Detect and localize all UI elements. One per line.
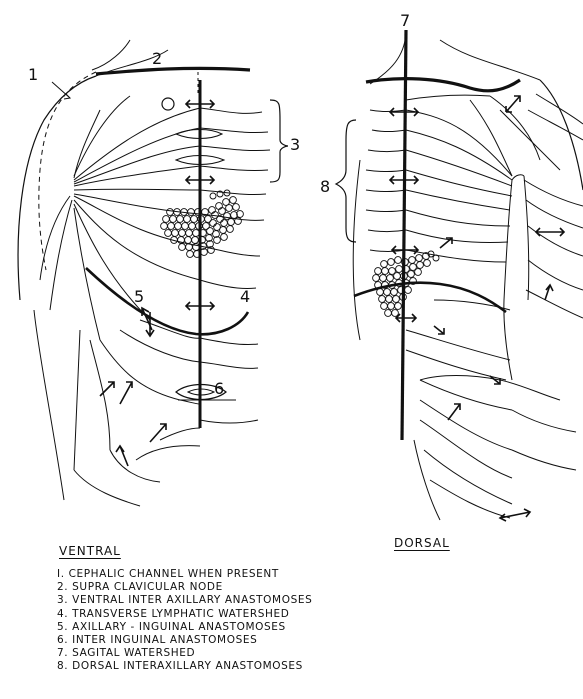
sagittal-watershed [402,30,406,440]
legend: I. CEPHALIC CHANNEL WHEN PRESENT 2. SUPR… [57,568,312,674]
lymphatic-drainage-diagram: 1 2 3 4 5 6 7 8 [0,0,583,540]
dorsal-lymphatic-vessels [366,94,583,518]
dorsal-neck-line [370,34,406,84]
dorsal-view [336,30,583,520]
legend-item: 7. SAGITAL WATERSHED [57,647,312,660]
callout-2: 2 [152,49,162,68]
callout-1: 1 [28,65,38,84]
callout-6: 6 [214,379,224,398]
ventral-view-label: VENTRAL [59,544,121,558]
legend-item: 2. SUPRA CLAVICULAR NODE [57,581,312,594]
callout-8: 8 [320,177,330,196]
legend-item: 3. VENTRAL INTER AXILLARY ANASTOMOSES [57,594,312,607]
ventral-view [18,40,288,506]
callout-7: 7 [400,11,410,30]
callout-4: 4 [240,287,250,306]
legend-item: 8. DORSAL INTERAXILLARY ANASTOMOSES [57,660,312,673]
dorsal-view-label: DORSAL [394,536,450,550]
ventral-axillary-node-cluster [161,190,244,257]
ventral-lymphatic-vessels [40,96,270,506]
bracket-8 [336,120,356,242]
cephalic-channel [39,72,96,270]
dorsal-arrows [390,96,564,521]
callout-3: 3 [290,135,300,154]
dorsal-body-outline [540,80,583,190]
supraclavicular-node [162,98,174,110]
callout-5: 5 [134,287,144,306]
legend-item: I. CEPHALIC CHANNEL WHEN PRESENT [57,568,312,581]
legend-item: 6. INTER INGUINAL ANASTOMOSES [57,634,312,647]
legend-item: 5. AXILLARY - INGUINAL ANASTOMOSES [57,621,312,634]
ventral-clavicle [96,68,250,74]
bracket-3 [270,100,288,182]
dorsal-transverse-watershed [354,283,506,312]
ventral-transverse-watershed [86,268,248,334]
legend-item: 4. TRANSVERSE LYMPHATIC WATERSHED [57,608,312,621]
dorsal-shoulder-line [366,79,520,91]
